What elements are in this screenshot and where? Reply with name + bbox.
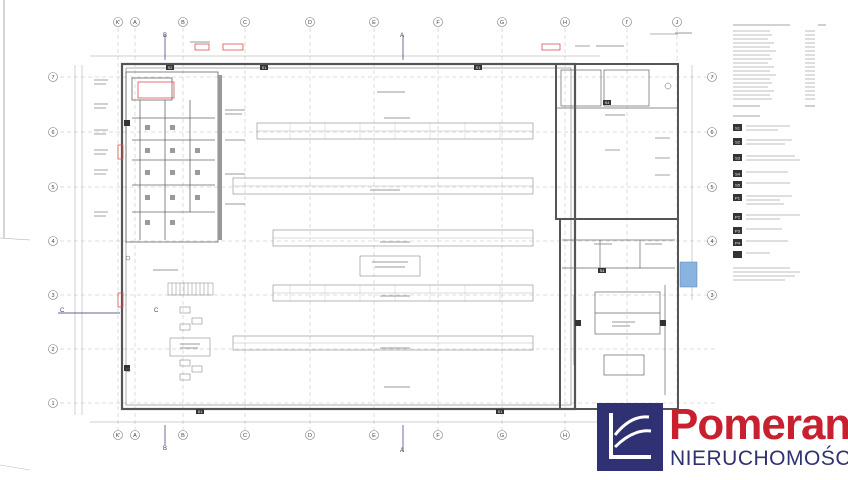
axis-label: 2 [51,347,54,353]
right-axis-markers [707,72,717,300]
section-mark: A [400,33,404,39]
red-highlights [117,43,561,308]
axis-label: G [500,433,504,439]
plan-tag: S2 [168,66,173,70]
misc-marks [125,33,678,373]
axis-label: 7 [51,75,54,81]
axis-label: A [133,20,137,26]
bottom-axis-labels: K' A B C D E F G H [116,433,567,439]
axis-label: C [243,20,247,26]
annotation-text-lines [94,32,692,388]
axis-label: 4 [51,239,54,245]
section-mark: B [163,33,167,39]
legend-descriptions [733,125,800,281]
axis-label: D [308,433,312,439]
right-block-rooms [556,69,678,395]
axis-label: B [181,433,185,439]
bottom-axis-markers [113,430,570,440]
legend-code: S5 [735,183,741,188]
logo-wordmark: Pomerania [669,400,848,449]
social-block-left [125,71,222,243]
section-mark: C [154,308,159,314]
section-markers [58,35,404,452]
section-marker-labels: B A B A C C [60,33,404,454]
sanitary-fixtures [145,125,200,225]
legend-code: S4 [735,172,741,177]
storage-racks [232,122,534,351]
axis-label: 6 [51,130,54,136]
axis-label: K' [116,20,121,26]
section-mark: C [60,308,65,314]
axis-label: 5 [51,185,54,191]
axis-label: A [133,433,137,439]
axis-label: 4 [710,239,713,245]
stairs [167,282,214,296]
dimension-lines [74,55,693,423]
plan-tag: S1 [262,66,267,70]
logo-subtitle: NIERUCHOMOŚCI [670,447,848,470]
legend-code: P1 [735,196,741,201]
axis-label: H [563,20,567,26]
axis-label: F [436,433,440,439]
section-mark: B [163,446,167,452]
axis-label: H [563,433,567,439]
axis-label: 6 [710,130,713,136]
left-axis-labels: 7 6 5 4 3 2 1 [51,75,54,407]
left-axis-markers [48,72,58,408]
legend-code: P4 [735,241,741,246]
legend-table [733,24,826,117]
legend-partitions [733,124,742,258]
axis-label: E [372,20,376,26]
plan-tag: S4 [605,101,610,105]
plan-tag: S1 [476,66,481,70]
logo-mark-icon [597,403,663,471]
axis-label: 3 [710,293,713,299]
building-outline [120,62,679,411]
axis-label: 7 [710,75,713,81]
axis-label: 5 [710,185,713,191]
plan-partition-tags [124,65,666,414]
axis-label: F [436,20,440,26]
plan-tag: S4 [600,269,605,273]
axis-label: D [308,20,312,26]
legend-code: P2 [735,215,741,220]
top-axis-labels: K' A B C D E F G H I' J [116,20,679,26]
plan-tag: S1 [498,410,503,414]
axis-label: J [676,20,679,26]
pomerania-logo: Pomerania NIERUCHOMOŚCI [597,403,848,471]
axis-label: B [181,20,185,26]
legend-codes: S1 S2 S3 S4 S5 P1 P2 P3 P4 [735,126,741,246]
axis-label: E [372,433,376,439]
small-equipment [169,306,211,381]
legend-code: P3 [735,229,741,234]
legend-code: S1 [735,126,741,131]
axis-label: C [243,433,247,439]
axis-label: K' [116,433,121,439]
plan-tag: S1 [198,410,203,414]
axis-label: 1 [51,401,54,407]
section-mark: A [400,448,404,454]
rack-ticks [289,123,501,301]
axis-label: 3 [51,293,54,299]
right-axis-labels: 7 6 5 4 3 [710,75,713,299]
axis-label: G [500,20,504,26]
legend-code: S2 [735,140,741,145]
plan-partition-tag-text: S2 S1 S1 S1 S1 S4 S4 [168,66,610,414]
top-axis-markers [113,17,682,27]
axis-label: I' [626,20,629,26]
legend-code: S3 [735,156,741,161]
blue-zone [679,261,698,288]
